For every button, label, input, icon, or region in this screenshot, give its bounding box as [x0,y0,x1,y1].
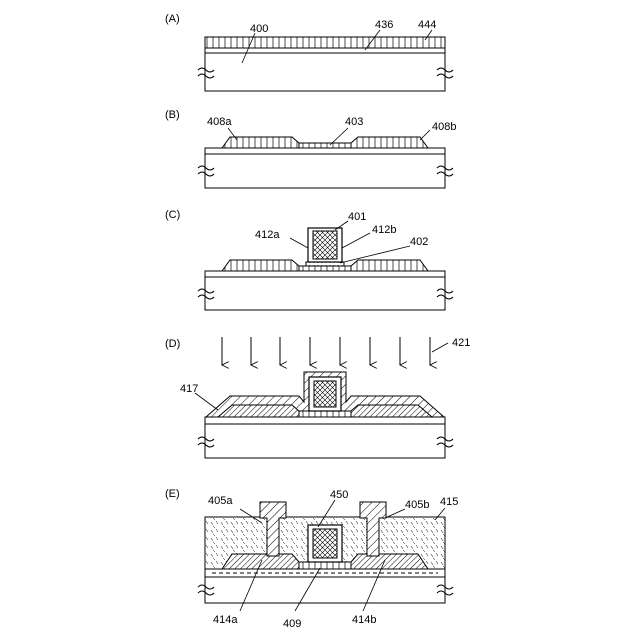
substrate-400 [205,53,445,91]
ref-402: 402 [410,236,428,248]
oxide-layer-c-right [351,260,428,271]
oxide-layer-d-right [351,405,432,417]
oxide-layer-c-left [222,260,299,271]
ref-444: 444 [418,19,436,31]
substrate-b [205,154,445,188]
base-film-c [205,271,445,277]
panel-d-label: (D) [165,338,180,350]
ref-412b: 412b [372,224,396,236]
base-film-b [205,148,445,154]
panel-c: (C) 401 412a 412b 402 [165,209,453,310]
substrate-e [205,577,445,603]
leader-417 [195,393,218,410]
ref-414a: 414a [213,614,238,626]
source-region-414a [222,554,299,569]
channel-region-409 [299,562,351,569]
panel-a-label: (A) [165,13,180,25]
ref-408a: 408a [207,116,232,128]
leader-421 [432,343,448,352]
base-film-d [205,417,445,424]
ref-408b: 408b [432,121,456,133]
panel-e-label: (E) [165,488,180,500]
oxide-film-444 [205,37,445,48]
ref-400: 400 [250,23,268,35]
panel-c-label: (C) [165,209,180,221]
drain-region-414b [351,554,428,569]
gate-insulator-402 [306,262,344,266]
ref-417: 417 [180,383,198,395]
ref-414b: 414b [352,614,376,626]
ref-403: 403 [345,116,363,128]
oxide-layer-d-channel [299,411,351,417]
oxide-layer-d-left [218,405,299,417]
substrate-d [205,424,445,458]
dopant-arrows [222,337,430,365]
leader-412a [290,238,308,248]
base-film-436 [205,48,445,53]
panel-a: (A) 400 436 444 [165,13,453,91]
leader-403 [330,128,348,145]
panel-d: (D) 421 417 [165,337,470,458]
panel-b-label: (B) [165,109,180,121]
oxide-layer-408b [351,137,428,148]
ref-405b: 405b [405,499,429,511]
ref-421: 421 [452,337,470,349]
gate-electrode-401 [313,231,337,259]
ref-405a: 405a [208,495,233,507]
ref-450: 450 [330,489,348,501]
oxide-layer-403 [299,143,351,148]
gate-electrode-e [313,529,337,558]
ref-415: 415 [440,496,458,508]
panel-b: (B) 408a 403 408b [165,109,456,188]
oxide-layer-408a [222,137,299,148]
ref-409: 409 [283,618,301,630]
ref-412a: 412a [255,229,280,241]
oxide-layer-c-channel [299,266,351,271]
ref-436: 436 [375,19,393,31]
ref-401: 401 [348,211,366,223]
leader-412b [342,233,370,248]
substrate-c [205,277,445,310]
gate-electrode-d [314,381,336,407]
leader-408b [420,130,430,140]
panel-e: (E) 405a 450 405b 415 414a 409 414b [165,488,458,630]
